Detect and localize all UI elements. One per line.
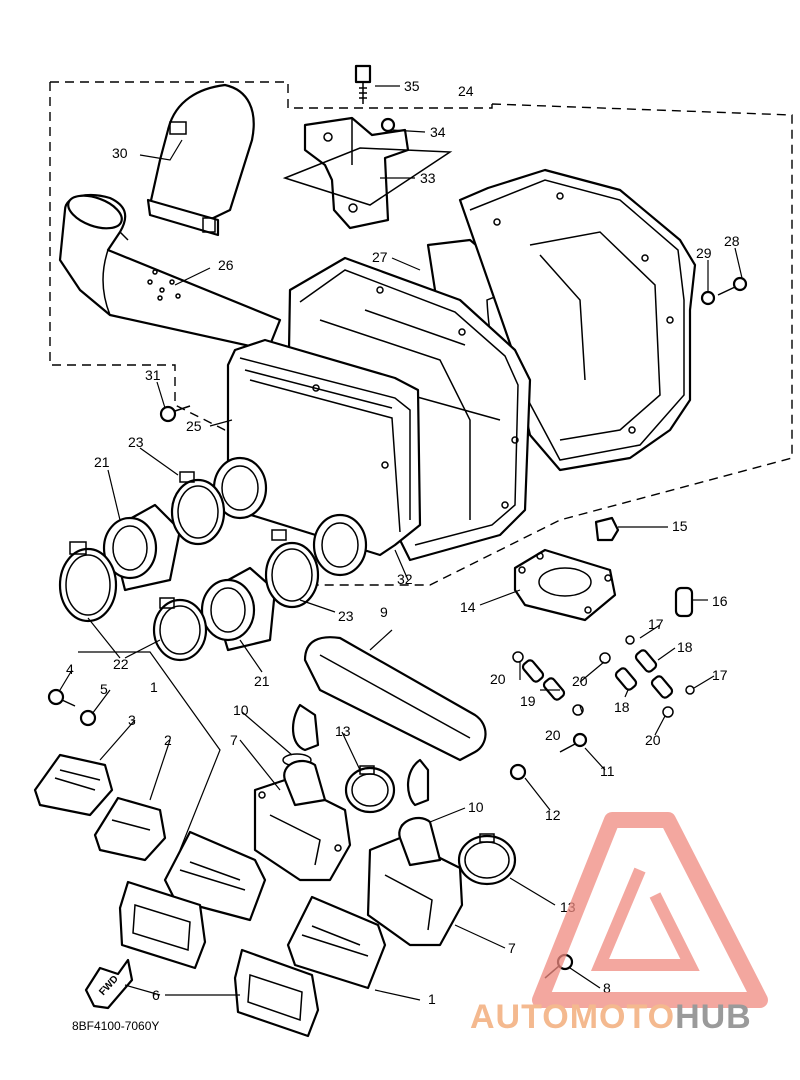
callout-14: 14	[460, 599, 476, 615]
intake-duct-26	[58, 194, 282, 352]
callout-18-lower: 18	[614, 699, 630, 715]
callout-5: 5	[100, 681, 108, 697]
callout-16: 16	[712, 593, 728, 609]
outlet-tube-lower	[312, 513, 368, 577]
callout-20-b: 20	[572, 673, 588, 689]
callout-11: 11	[600, 763, 615, 779]
callout-2: 2	[164, 732, 172, 748]
bolt-35	[354, 64, 372, 104]
reed-housing-7-upper	[253, 759, 352, 882]
bolt-11	[559, 732, 588, 753]
callout-23-lower: 23	[338, 608, 354, 624]
callout-15: 15	[672, 518, 688, 534]
manifold-14	[513, 548, 617, 622]
callout-10-upper: 10	[233, 702, 249, 718]
callout-28: 28	[724, 233, 740, 249]
callout-30: 30	[112, 145, 128, 161]
callout-20-a: 20	[490, 671, 506, 687]
washer-5	[79, 709, 97, 727]
callout-20-d: 20	[645, 732, 661, 748]
callout-23-upper: 23	[128, 434, 144, 450]
callout-21-lower: 21	[254, 673, 270, 689]
callout-34: 34	[430, 124, 446, 140]
hose-pieces-18-19	[521, 649, 674, 701]
callout-19: 19	[520, 693, 536, 709]
carb-joint-21-lower	[200, 566, 277, 652]
nut-34	[380, 117, 396, 133]
callout-6: 6	[152, 987, 160, 1003]
clamp-22-upper	[58, 541, 118, 623]
letter-a-logo-icon	[590, 867, 700, 971]
small-clamps-17-20	[512, 635, 695, 718]
watermark-logo	[532, 812, 768, 1008]
callout-8: 8	[603, 980, 611, 996]
cap-16	[674, 586, 694, 618]
callout-4: 4	[66, 661, 74, 677]
triangle-logo-icon	[532, 812, 768, 1008]
nut-12	[509, 763, 527, 781]
washer-29	[700, 290, 716, 306]
callout-31: 31	[145, 367, 161, 383]
callout-17-upper: 17	[648, 616, 664, 632]
callout-24: 24	[458, 83, 474, 99]
callout-21-upper: 21	[94, 454, 110, 470]
bolt-31	[159, 405, 191, 423]
watermark-text-part2: HUB	[675, 998, 752, 1036]
callout-3: 3	[128, 712, 136, 728]
assembly-boundary-line	[49, 81, 493, 431]
reed-housing-7-lower	[366, 816, 464, 947]
watermark-text-part1: AUTOMOTO	[470, 998, 675, 1036]
callout-1-lower: 1	[428, 991, 436, 1007]
callout-labels: 35 24 34 30 33 27 26 29 28 31 25 23 21 1…	[66, 78, 740, 1007]
callout-12: 12	[545, 807, 561, 823]
screw-28	[717, 276, 748, 296]
clamp-22-lower	[152, 597, 208, 662]
callout-26: 26	[218, 257, 234, 273]
callout-29: 29	[696, 245, 712, 261]
bracket-mount-plane	[282, 147, 453, 206]
outlet-tube-upper	[212, 456, 268, 520]
callout-35: 35	[404, 78, 420, 94]
callout-33: 33	[420, 170, 436, 186]
callout-22: 22	[113, 656, 129, 672]
clamp-23-lower	[264, 529, 320, 609]
callout-32: 32	[397, 571, 413, 587]
air-filter-25	[226, 338, 422, 557]
diagram-code: 8BF4100-7060Y	[72, 1019, 159, 1033]
callout-17-lower: 17	[712, 667, 728, 683]
callout-27: 27	[372, 249, 388, 265]
clamp-13-upper	[344, 765, 396, 814]
callout-20-c: 20	[545, 727, 561, 743]
intake-boot-30	[146, 83, 255, 237]
clamp-23-upper	[170, 471, 226, 546]
gasket-6-lower	[233, 948, 320, 1038]
gasket-6-upper	[118, 880, 207, 970]
clamp-13-lower	[457, 833, 517, 886]
front-direction-arrow: FWD	[84, 958, 134, 1010]
reed-plate-2	[93, 796, 167, 862]
callout-10-lower: 10	[468, 799, 484, 815]
callout-25: 25	[186, 418, 202, 434]
bracket-33	[303, 116, 410, 230]
callout-7-lower: 7	[508, 940, 516, 956]
callout-7-upper: 7	[230, 732, 238, 748]
callout-1-upper: 1	[150, 679, 158, 695]
bolt-4	[47, 688, 76, 707]
leader-lines	[59, 85, 743, 1001]
callout-13-upper: 13	[335, 723, 351, 739]
watermark-text: AUTOMOTOHUB	[470, 998, 752, 1036]
cap-15	[594, 516, 620, 542]
callout-9: 9	[380, 604, 388, 620]
reed-valve-1-lower	[286, 895, 387, 990]
muffler-9	[292, 636, 487, 807]
callout-18-upper: 18	[677, 639, 693, 655]
carb-joint-21-upper	[102, 503, 182, 592]
reed-plate-3	[33, 753, 114, 817]
